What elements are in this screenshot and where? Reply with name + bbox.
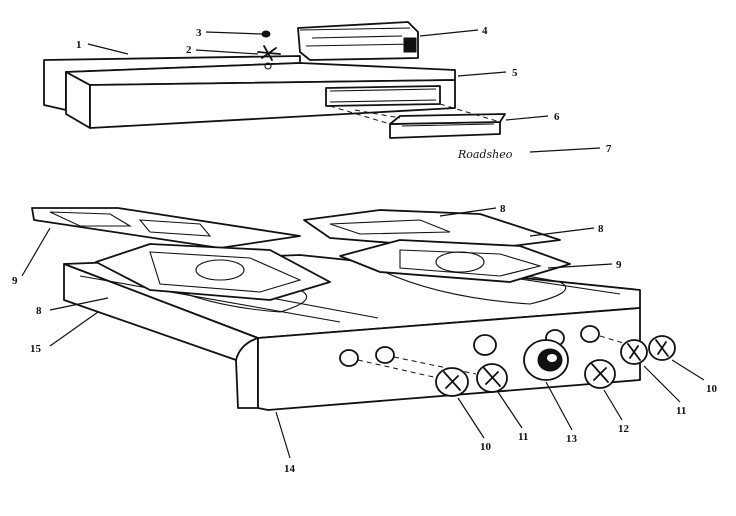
grate-right-back xyxy=(303,209,561,251)
callout-15: 15 xyxy=(30,343,42,355)
knob-part-11-left xyxy=(476,363,508,393)
clock-module-connector xyxy=(403,37,417,53)
callout-4: 4 xyxy=(482,25,488,37)
callout-labels: 1 2 3 4 5 6 7 8 8 8 9 9 15 14 10 11 13 1… xyxy=(12,25,718,475)
nameplate-script: Roadsheo xyxy=(457,148,513,161)
callout-10-right: 10 xyxy=(706,383,718,395)
knob-part-11-right xyxy=(620,339,648,365)
knob-dash-lines xyxy=(357,335,641,379)
part-2-hole xyxy=(264,62,272,70)
control-knobs xyxy=(435,335,676,397)
callout-8-right: 8 xyxy=(598,223,604,235)
callout-5: 5 xyxy=(512,67,518,79)
burner-grates xyxy=(31,207,571,301)
callout-3: 3 xyxy=(196,27,202,39)
trim-tray-lip xyxy=(401,123,495,127)
burner-cap-left xyxy=(195,259,245,281)
callout-9-left: 9 xyxy=(12,275,18,287)
valve-hole-1 xyxy=(339,349,359,367)
callout-8-left: 8 xyxy=(36,305,42,317)
knob-part-10-left xyxy=(435,367,469,397)
part-2-bracket xyxy=(257,45,281,61)
clock-window-detail xyxy=(329,88,437,103)
grate-right-back-detail xyxy=(329,219,451,235)
callout-1: 1 xyxy=(76,39,82,51)
knob-part-13-center xyxy=(523,339,569,381)
assembly-dash-lines xyxy=(329,103,501,125)
clock-module xyxy=(297,21,419,61)
callout-6: 6 xyxy=(554,111,560,123)
knob-part-12 xyxy=(584,359,616,389)
grate-right-front-detail xyxy=(399,249,543,277)
callout-8-top: 8 xyxy=(500,203,506,215)
clock-module-detail xyxy=(299,27,417,47)
cooktop-flange xyxy=(235,337,259,361)
callout-7: 7 xyxy=(606,143,612,155)
burner-cap-right xyxy=(435,251,485,273)
valve-hole-2 xyxy=(375,346,395,364)
callout-13: 13 xyxy=(566,433,578,445)
backguard-assembly xyxy=(43,21,506,139)
valve-hole-3 xyxy=(473,334,497,356)
leader-lines xyxy=(21,29,705,459)
callout-11-right: 11 xyxy=(676,405,686,417)
trim-tray-top xyxy=(389,113,506,125)
panel-top xyxy=(65,62,456,86)
grate-left-back-detail xyxy=(49,211,212,237)
callout-2: 2 xyxy=(186,44,192,56)
callout-9-right: 9 xyxy=(616,259,622,271)
knob-part-10-right xyxy=(648,335,676,361)
callout-11-left: 11 xyxy=(518,431,528,443)
part-3-screw xyxy=(261,30,271,38)
callout-12: 12 xyxy=(618,423,630,435)
grate-right-front xyxy=(339,239,571,283)
callout-14: 14 xyxy=(284,463,296,475)
grate-left-front-detail xyxy=(149,251,302,293)
callout-10-left: 10 xyxy=(480,441,492,453)
grate-left-front xyxy=(95,243,331,301)
grate-left-back xyxy=(31,207,301,249)
valve-hole-5 xyxy=(580,325,600,343)
